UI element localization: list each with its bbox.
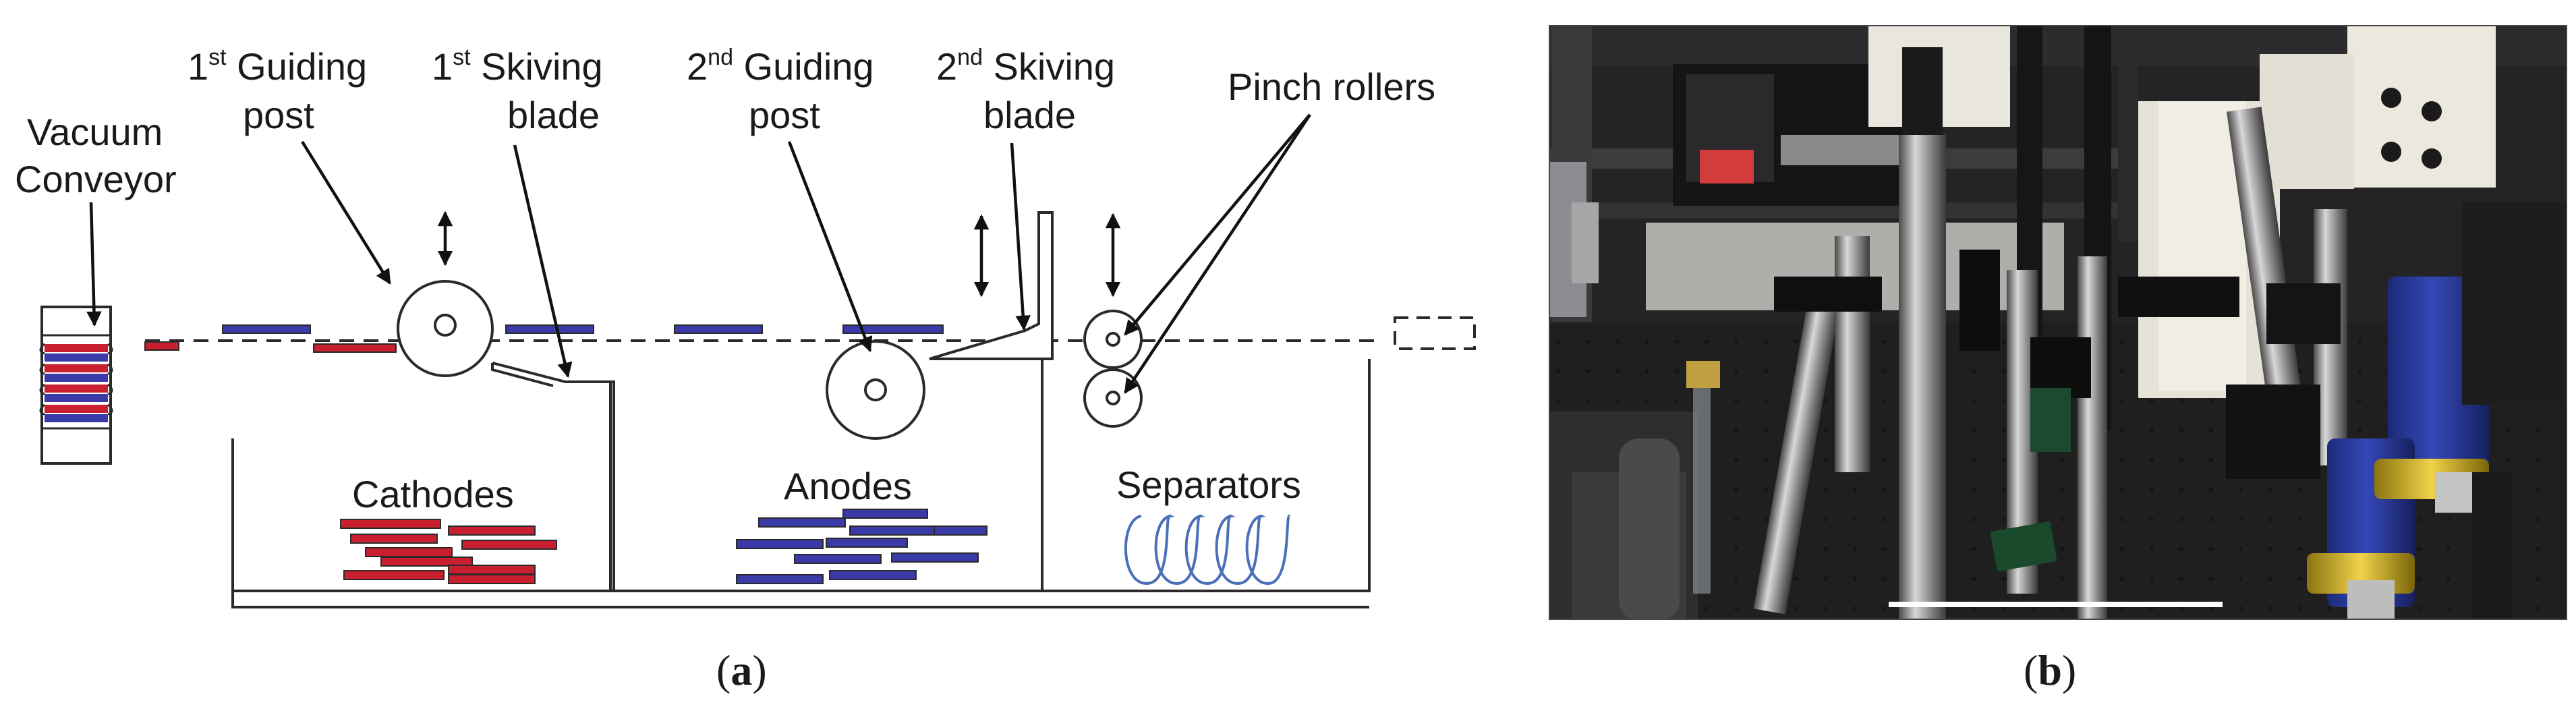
guiding-post-1-arrow [301, 140, 391, 285]
guiding-post-2-hub [864, 378, 887, 401]
skiving-blade-2 [929, 211, 1054, 360]
cathodes-label: Cathodes [352, 473, 514, 515]
anodes-stack [736, 509, 988, 584]
guiding-post-1-label: 1st Guiding [188, 45, 367, 88]
vacuum-label-line2: Conveyor [15, 158, 177, 200]
panel-a-schematic: Vacuum Conveyor 1st Guiding post 1st Ski… [15, 45, 1476, 694]
cathodes-stack [340, 519, 557, 584]
guiding-post-1-label-line2: post [243, 94, 314, 136]
pinch-rollers-arrow-top [1124, 113, 1311, 336]
vacuum-label-line1: Vacuum [27, 111, 163, 153]
skiving-blade-2-label: 2nd Skiving [936, 45, 1115, 88]
anodes-label: Anodes [784, 465, 912, 507]
conveyor-layers [45, 344, 108, 422]
caption-b: (b) [2024, 646, 2076, 694]
scale-bar [1889, 602, 2223, 607]
skiving-blade-1 [492, 362, 615, 591]
skiving-blade-1-arrow [513, 144, 573, 378]
skiving-blade-1-label-line2: blade [507, 94, 600, 136]
guiding-post-2-label-line2: post [749, 94, 820, 136]
end-slot [1394, 316, 1476, 350]
guiding-post-2-arrow [787, 141, 873, 353]
guiding-post-1-hub [434, 314, 457, 337]
skiving-blade-2-label-line2: blade [983, 94, 1076, 136]
separators-coil [1124, 514, 1291, 586]
skiving-blade-2-arrow [1010, 142, 1031, 331]
vacuum-arrow [86, 202, 102, 327]
separators-label: Separators [1116, 463, 1301, 506]
tray-separators [1042, 359, 1371, 592]
panel-b-photo: (b) [1549, 25, 2567, 694]
guiding-post-2-label: 2nd Guiding [687, 45, 874, 88]
moving-electrodes [144, 324, 944, 353]
caption-a: (a) [716, 646, 767, 694]
pinch-roller-top-hub [1106, 332, 1120, 347]
pinch-roller-bottom-hub [1106, 391, 1120, 405]
pinch-rollers-label: Pinch rollers [1228, 65, 1435, 108]
tray-base [231, 591, 1369, 608]
vacuum-conveyor [39, 306, 113, 465]
skiving-blade-1-label: 1st Skiving [432, 45, 603, 88]
pinch-rollers-arrow-bottom [1124, 113, 1311, 394]
